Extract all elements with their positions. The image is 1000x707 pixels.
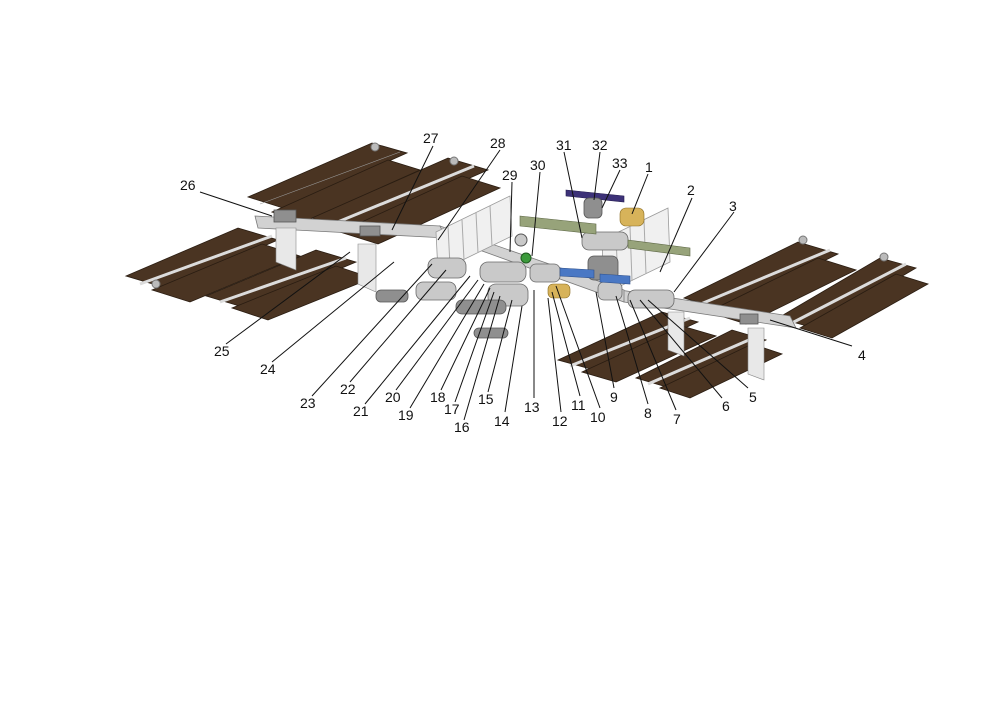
callout-26: 26 [180, 177, 196, 193]
leader-lines [199, 145, 853, 421]
callout-8: 8 [644, 405, 652, 421]
callout-22: 22 [340, 381, 356, 397]
callout-1: 1 [645, 159, 653, 175]
callout-3: 3 [729, 198, 737, 214]
callout-16: 16 [454, 419, 470, 435]
callout-9: 9 [610, 389, 618, 405]
callout-11: 11 [571, 397, 586, 413]
callout-25: 25 [214, 343, 230, 359]
callout-12: 12 [552, 413, 568, 429]
port-solar-array-lower [124, 227, 374, 321]
callout-19: 19 [398, 407, 414, 423]
callout-14: 14 [494, 413, 510, 429]
callout-13: 13 [524, 399, 540, 415]
callout-6: 6 [722, 398, 730, 414]
starboard-solar-array-upper [682, 235, 930, 339]
callout-24: 24 [260, 361, 276, 377]
callout-10: 10 [590, 409, 606, 425]
callout-32: 32 [592, 137, 608, 153]
callout-7: 7 [673, 411, 681, 427]
callout-23: 23 [300, 395, 316, 411]
callout-31: 31 [556, 137, 572, 153]
thermal-radiator-panels [435, 195, 671, 295]
callout-5: 5 [749, 389, 757, 405]
callout-20: 20 [385, 389, 401, 405]
callout-2: 2 [687, 182, 695, 198]
callout-21: 21 [353, 403, 369, 419]
callout-15: 15 [478, 391, 494, 407]
callout-33: 33 [612, 155, 628, 171]
callout-30: 30 [530, 157, 546, 173]
callout-28: 28 [490, 135, 506, 151]
callout-4: 4 [858, 347, 866, 363]
callout-labels: 1 2 3 4 5 6 7 8 9 10 11 12 13 14 15 16 1… [180, 130, 866, 435]
radiators [275, 227, 765, 381]
callout-18: 18 [430, 389, 446, 405]
callout-17: 17 [444, 401, 460, 417]
callout-29: 29 [502, 167, 518, 183]
callout-27: 27 [423, 130, 439, 146]
station-illustration [124, 142, 930, 399]
